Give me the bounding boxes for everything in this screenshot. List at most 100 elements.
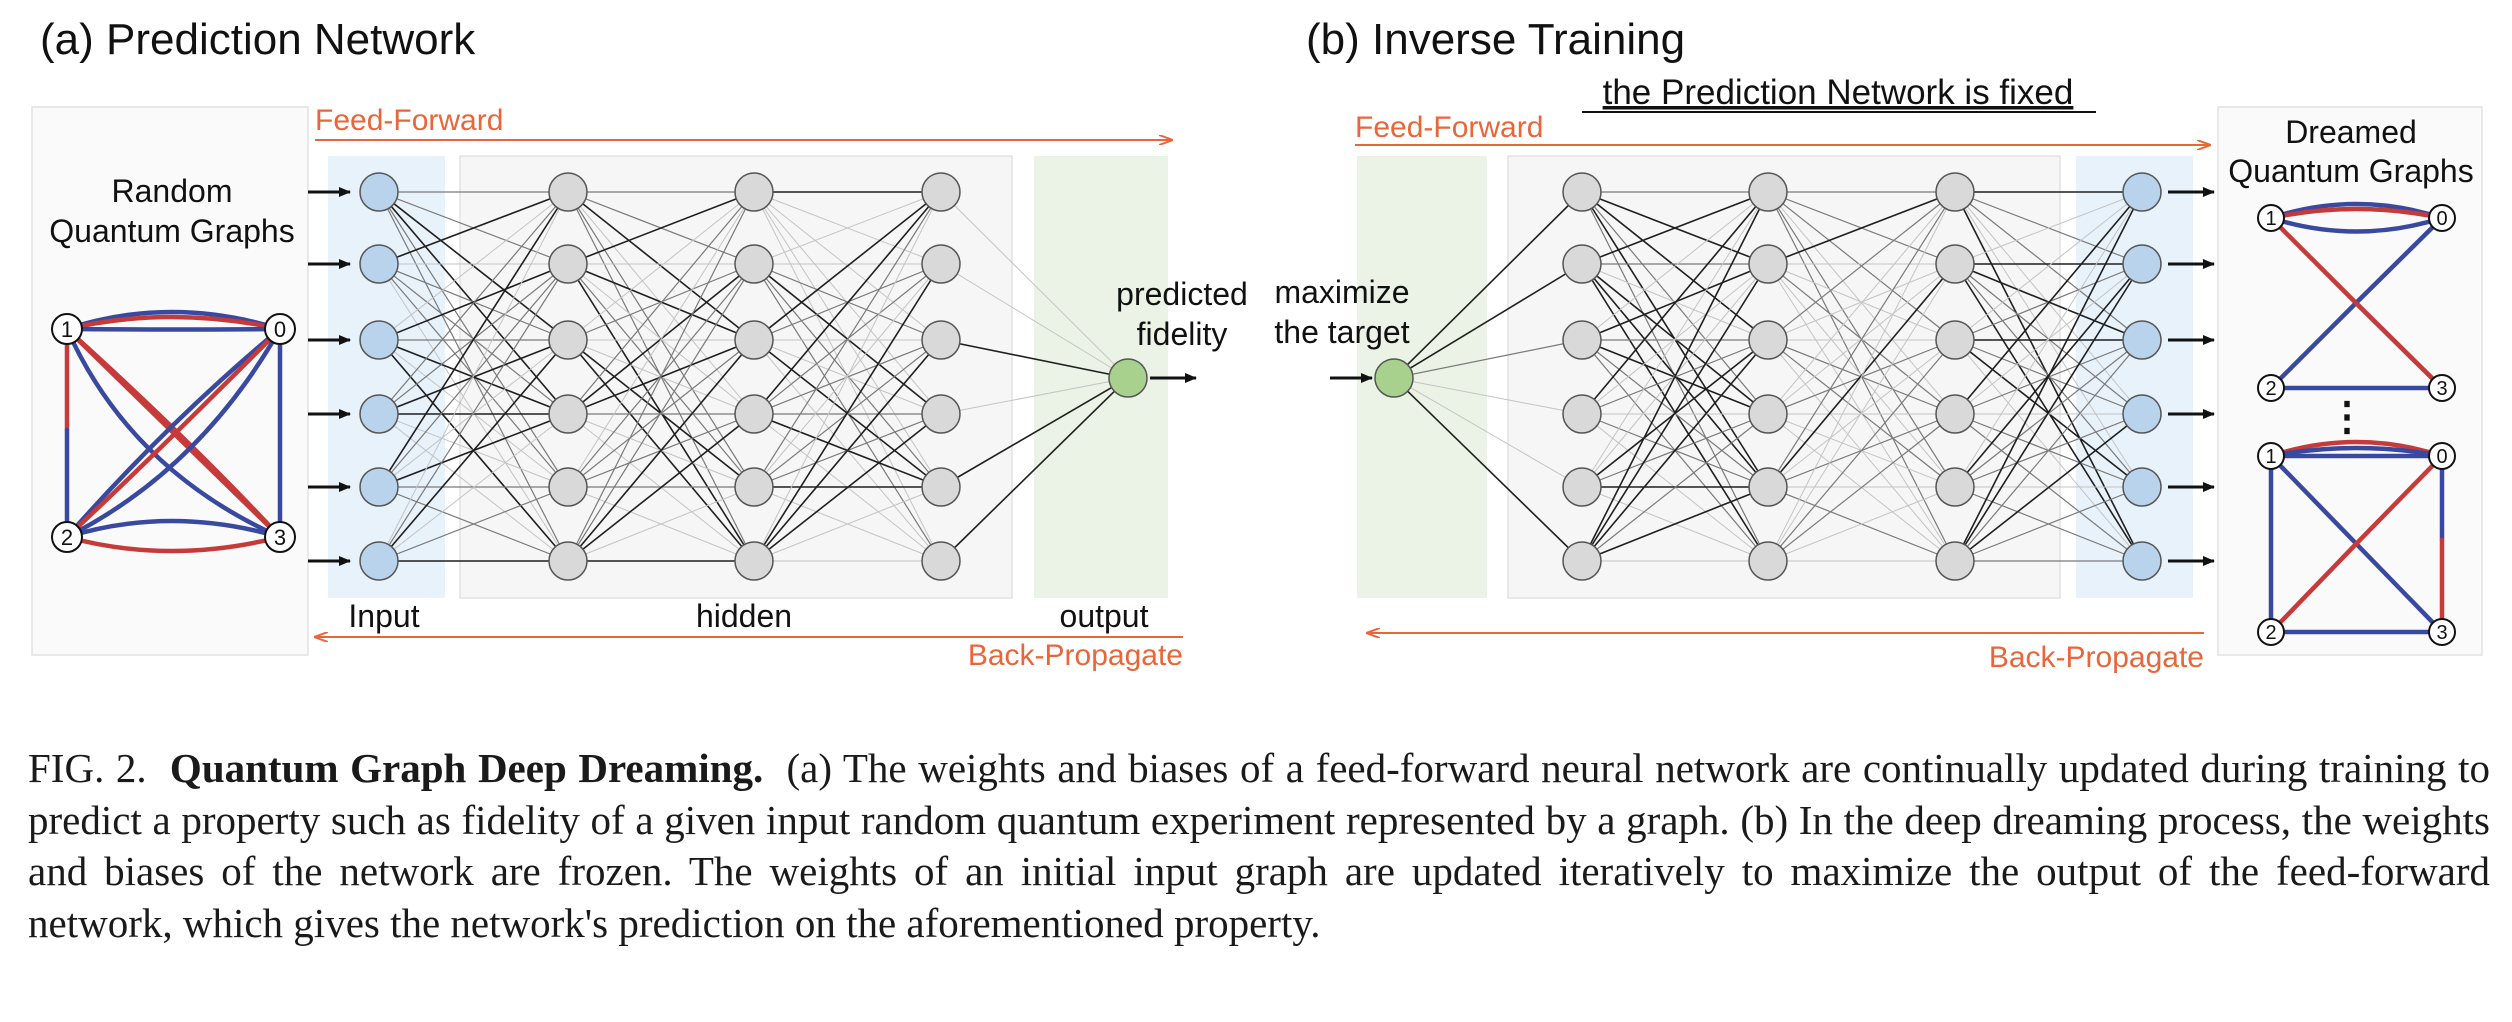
hidden-neuron: [1748, 467, 1788, 507]
graph-vertex-label: 2: [2265, 378, 2276, 400]
input-neuron: [359, 467, 399, 507]
graph-vertex-label: 3: [2436, 378, 2447, 400]
feed-forward-label-b: Feed-Forward: [1355, 111, 1543, 144]
panel-b: (b) Inverse Training the Prediction Netw…: [1274, 15, 2483, 674]
graph-edge: [2353, 215, 2445, 306]
maximize-label-2: the target: [1274, 314, 1409, 350]
network-b-weight-edge: [1393, 263, 1583, 379]
hidden-neuron: [734, 244, 774, 284]
graph-vertex: [2428, 618, 2456, 646]
network-a-weight-edge: [378, 191, 569, 415]
network-b-weight-edge: [1581, 263, 1769, 562]
network-a-nodes: [359, 172, 1148, 581]
graph-vertex-label: 2: [2265, 622, 2276, 644]
graph-edge: [64, 326, 283, 540]
network-b-weight-edge: [1954, 191, 2143, 415]
input-layer-box: [328, 156, 445, 598]
graph-vertex: [2257, 618, 2285, 646]
network-a-weight-edge: [753, 413, 942, 562]
hidden-neuron: [921, 541, 961, 581]
random-graphs-label-1: Random: [112, 173, 233, 209]
graph-vertex-label: 1: [61, 317, 73, 342]
hidden-neuron: [548, 394, 588, 434]
back-propagate-label-b: Back-Propagate: [1989, 641, 2204, 674]
network-b-weight-edge: [1581, 191, 1769, 562]
graph-vertex-label: 0: [2436, 446, 2447, 468]
network-a-weight-edge: [378, 486, 569, 562]
network-b-weight-edge: [1767, 486, 1956, 562]
hidden-neuron: [1748, 541, 1788, 581]
network-b-weight-edge: [1581, 413, 1769, 562]
graph-edge: [64, 518, 283, 540]
graph-edge: [64, 326, 283, 540]
graph-vertex: [2257, 374, 2285, 402]
panel-b-title: (b) Inverse Training: [1306, 15, 1685, 64]
graph-edge: [2268, 215, 2445, 234]
figure-caption: FIG. 2. Quantum Graph Deep Dreaming. (a)…: [28, 743, 2490, 949]
network-a-weight-edge: [940, 377, 1129, 415]
hidden-neuron: [548, 244, 588, 284]
network-b-weight-edge: [1393, 377, 1583, 562]
network-b-weight-edge: [1581, 486, 1769, 562]
dream-input-neuron: [2122, 467, 2162, 507]
network-b-weight-edge: [1393, 191, 1583, 379]
dream-input-neuron: [2122, 172, 2162, 212]
graph-edge: [2353, 453, 2445, 547]
predicted-label-1: predicted: [1116, 276, 1248, 312]
hidden-neuron: [1562, 541, 1602, 581]
graph-vertex-label: 0: [2436, 208, 2447, 230]
graph-edge: [64, 326, 283, 540]
hidden-neuron: [734, 320, 774, 360]
network-a-weight-edge: [567, 486, 755, 562]
network-b-weight-edge: [1581, 191, 1769, 488]
network-a-weight-edge: [567, 413, 755, 562]
graph-edge: [64, 534, 283, 554]
network-b-weight-edge: [1954, 486, 2143, 562]
graph-edge: [64, 326, 283, 540]
hidden-neuron: [734, 541, 774, 581]
graph-vertex-label: 2: [61, 525, 73, 550]
network-b-weight-edge: [1581, 339, 1769, 562]
network-a-weight-edge: [753, 191, 942, 488]
panel-a-title: (a) Prediction Network: [40, 15, 476, 64]
network-b-weight-edge: [1767, 191, 1956, 341]
hidden-neuron: [1748, 244, 1788, 284]
network-b-weight-edge: [1581, 191, 1769, 415]
predicted-label-2: fidelity: [1137, 316, 1228, 352]
network-a-weight-edge: [567, 191, 755, 562]
output-layer-label: output: [1060, 598, 1149, 634]
caption-title: Quantum Graph Deep Dreaming.: [169, 745, 764, 791]
hidden-neuron: [734, 172, 774, 212]
network-a-weight-edge: [753, 191, 942, 415]
graph-edge: [2268, 215, 2359, 306]
hidden-layer-label: hidden: [696, 598, 792, 634]
graph-vertex: [51, 313, 83, 345]
network-a-weight-edge: [378, 263, 569, 562]
network-a-weight-edge: [940, 191, 1129, 379]
dream-input-neuron: [2122, 541, 2162, 581]
graph-vertex-label: 3: [2436, 622, 2447, 644]
network-b-weight-edge: [1767, 191, 1956, 415]
hidden-neuron: [1935, 172, 1975, 212]
ellipsis: ⋮: [2327, 395, 2367, 439]
network-a-weight-edge: [753, 263, 942, 562]
network-b-weight-edge: [1767, 339, 1956, 562]
network-a-weight-edge: [753, 191, 942, 562]
hidden-neuron: [1562, 394, 1602, 434]
graph-vertex: [264, 521, 296, 553]
graph-vertex: [2257, 442, 2285, 470]
dreamed-quantum-graph-2: 1 0 2 3: [2257, 439, 2456, 646]
hidden-neuron: [1562, 320, 1602, 360]
network-b-weight-edge: [1767, 191, 1956, 488]
graph-edge: [64, 326, 283, 540]
network-a-weight-edge: [378, 339, 569, 562]
network-b-weight-edge: [1767, 263, 1956, 562]
graph-edge: [2268, 300, 2359, 391]
graph-vertex-label: 1: [2265, 446, 2276, 468]
network-a-weight-edge: [753, 486, 942, 562]
network-a-weight-edge: [940, 377, 1129, 562]
graph-edge: [2268, 206, 2445, 221]
graph-edge: [2353, 300, 2445, 391]
hidden-neuron: [921, 394, 961, 434]
graph-vertex-label: 3: [274, 525, 286, 550]
